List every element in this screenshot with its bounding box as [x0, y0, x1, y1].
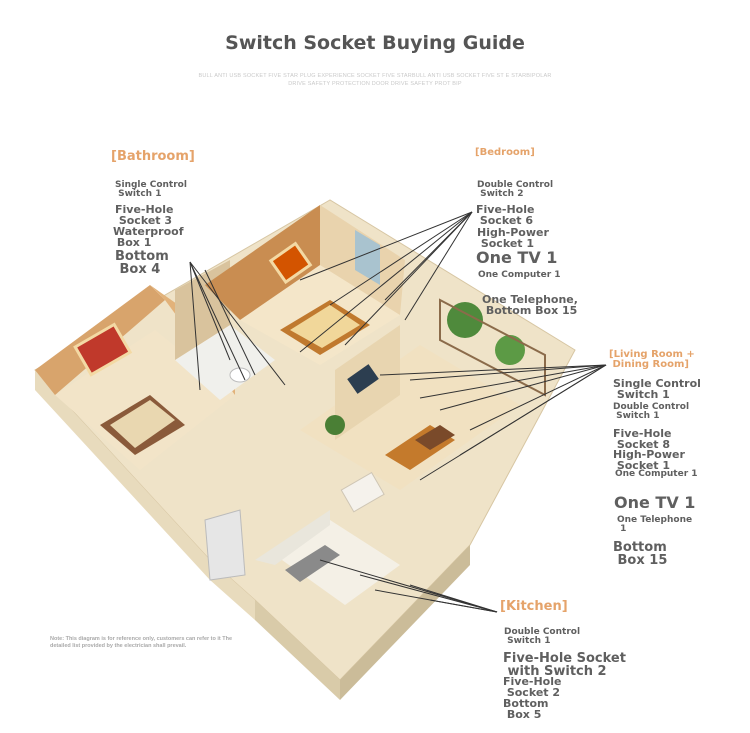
bed-main-sheet: [290, 305, 360, 348]
bathroom-item-1: Single Control Switch 1: [115, 180, 187, 199]
plant-2: [495, 335, 525, 365]
bathroom-floor: [175, 325, 275, 400]
kitchen-item-1: Double Control Switch 1: [504, 627, 581, 646]
bathroom-item-3: Waterproof Box 1: [113, 225, 184, 249]
wall-base-right2: [340, 545, 470, 700]
bedroom-item-1: Double Control Switch 2: [477, 180, 554, 199]
living-item-5: One Computer 1: [615, 469, 698, 479]
page-title: Switch Socket Buying Guide: [225, 32, 525, 54]
bathroom-title: [Bathroom]: [111, 149, 195, 164]
kitchen-item-4: Bottom Box 5: [503, 697, 549, 721]
kitchen-wall: [255, 510, 330, 565]
bed-left-sheet: [110, 400, 175, 448]
leader-lines-living: [379, 364, 607, 481]
bedroom-item-3: High-Power Socket 1: [477, 226, 549, 250]
painting-bedroom: [268, 241, 313, 285]
living-item-2: Double Control Switch 1: [613, 402, 690, 421]
leader-lines-bedroom: [299, 211, 473, 353]
bathroom-item-4: Bottom Box 4: [115, 249, 169, 277]
bedroom-item-6: One Telephone, Bottom Box 15: [482, 293, 578, 317]
kitchen-counter: [285, 545, 340, 582]
kitchen-item-2: Five-Hole Socket with Switch 2: [503, 651, 626, 679]
window-bedroom: [355, 230, 380, 285]
living-floor: [300, 345, 520, 490]
living-item-3: Five-Hole Socket 8: [613, 427, 672, 451]
leader-lines-bathroom: [189, 261, 286, 391]
bedroom-item-5: One Computer 1: [478, 270, 561, 280]
bedroom-wall-left: [205, 205, 320, 320]
living-item-1: Single Control Switch 1: [613, 377, 701, 401]
toilet: [229, 367, 251, 383]
reference-note: Note: This diagram is for reference only…: [50, 636, 233, 649]
wall-base-front: [35, 370, 255, 620]
wall-base-right: [255, 600, 340, 700]
kitchen-item-3: Five-Hole Socket 2: [503, 675, 562, 699]
kitchen-title: [Kitchen]: [500, 599, 568, 614]
leader-lines-kitchen: [319, 559, 498, 613]
living-item-6: One TV 1: [614, 493, 696, 512]
living-title: [Living Room + Dining Room]: [609, 349, 695, 370]
bedroom-item-2: Five-Hole Socket 6: [476, 203, 535, 227]
tv-screen: [347, 364, 379, 394]
kitchen-door: [204, 509, 246, 581]
subtitle: BULL ANTI USB SOCKET FIVE STAR PLUG EXPE…: [198, 73, 552, 87]
dining-table: [340, 471, 385, 513]
living-item-8: Bottom Box 15: [613, 540, 668, 568]
living-item-7: One Telephone 1: [617, 515, 693, 534]
living-item-4: High-Power Socket 1: [613, 448, 685, 472]
plant-3: [325, 415, 345, 435]
bathroom-item-2: Five-Hole Socket 3: [115, 203, 174, 227]
coffee-table: [415, 425, 455, 450]
bedroom-item-4: One TV 1: [476, 248, 558, 267]
bedroom-title: [Bedroom]: [475, 147, 535, 158]
balcony-rail: [439, 298, 546, 397]
plant-1: [447, 302, 483, 338]
painting-left: [73, 322, 133, 377]
